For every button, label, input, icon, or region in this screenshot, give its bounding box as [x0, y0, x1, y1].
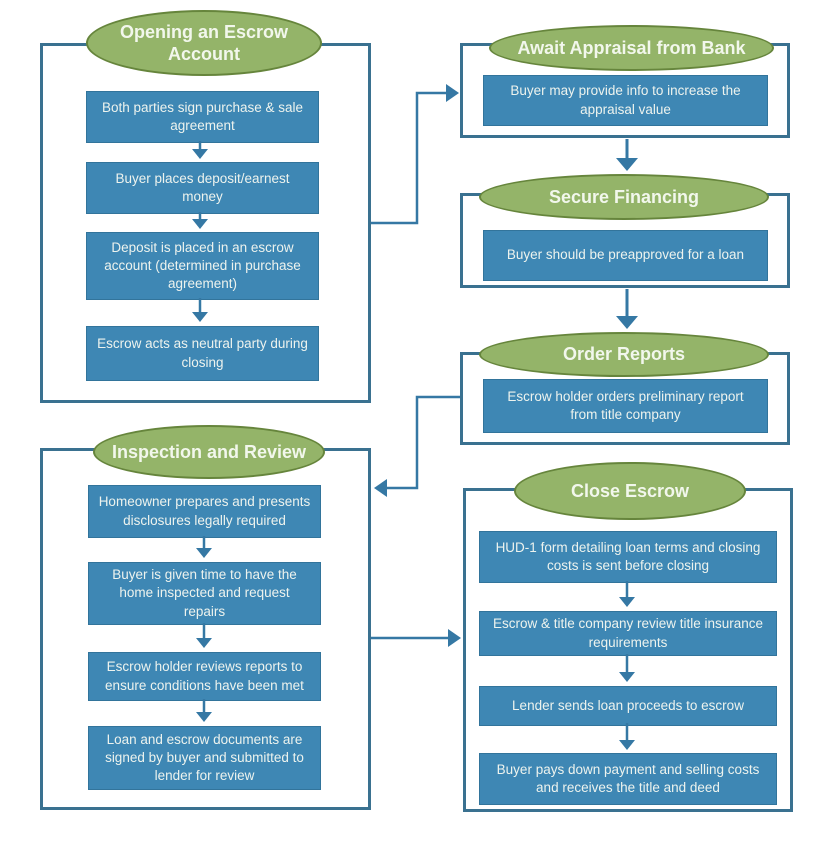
- group-opening-escrow-account: Opening an Escrow Account Both parties s…: [40, 10, 371, 403]
- step-box: Escrow acts as neutral party during clos…: [86, 326, 319, 381]
- step-box: Deposit is placed in an escrow account (…: [86, 232, 319, 300]
- connector-appraisal-to-financing: [616, 139, 638, 171]
- group-title: Await Appraisal from Bank: [517, 37, 746, 58]
- step-text: Buyer should be preapproved for a loan: [506, 247, 745, 263]
- connector-inspection-to-close: [371, 629, 461, 647]
- step-text: Both parties sign purchase & sale agreem…: [101, 99, 304, 133]
- step-text: Buyer may provide info to increase the a…: [510, 83, 741, 117]
- step-text: Escrow holder orders preliminary report …: [507, 388, 744, 422]
- group-title-ellipse: Order Reports: [479, 332, 769, 377]
- group-secure-financing: Secure Financing Buyer should be preappr…: [460, 174, 790, 288]
- step-text: Buyer places deposit/earnest money: [115, 170, 290, 204]
- group-title: Close Escrow: [570, 480, 690, 501]
- step-box: Buyer pays down payment and selling cost…: [479, 753, 777, 805]
- step-box: Lender sends loan proceeds to escrow: [479, 686, 777, 726]
- step-text: Lender sends loan proceeds to escrow: [512, 697, 744, 713]
- group-close-escrow: Close Escrow HUD-1 form detailing loan t…: [463, 462, 793, 812]
- group-title: Order Reports: [562, 344, 686, 365]
- group-await-appraisal-from-bank: Await Appraisal from Bank Buyer may prov…: [460, 25, 790, 138]
- step-text: Loan and escrow documents are signed by …: [105, 731, 304, 784]
- step-text: Homeowner prepares and presents disclosu…: [98, 494, 311, 528]
- group-title-ellipse: Await Appraisal from Bank: [489, 25, 774, 71]
- group-order-reports: Order Reports Escrow holder orders preli…: [460, 332, 790, 445]
- step-box: Buyer places deposit/earnest money: [86, 162, 319, 214]
- group-title-ellipse: Close Escrow: [514, 462, 746, 520]
- step-box: Buyer should be preapproved for a loan: [483, 230, 768, 281]
- group-title-ellipse: Inspection and Review: [93, 425, 325, 479]
- step-box: HUD-1 form detailing loan terms and clos…: [479, 531, 777, 583]
- step-text: Escrow & title company review title insu…: [492, 616, 764, 650]
- step-box: Escrow holder orders preliminary report …: [483, 379, 768, 433]
- step-box: Homeowner prepares and presents disclosu…: [88, 485, 321, 538]
- connector-opening-to-appraisal: [371, 84, 459, 225]
- step-box: Loan and escrow documents are signed by …: [88, 726, 321, 790]
- step-text: Buyer pays down payment and selling cost…: [496, 761, 760, 795]
- group-title: Secure Financing: [548, 186, 700, 207]
- connector-reports-to-inspection: [374, 395, 460, 497]
- step-text: Deposit is placed in an escrow account (…: [104, 239, 301, 292]
- step-text: Buyer is given time to have the home ins…: [112, 567, 297, 619]
- step-box: Both parties sign purchase & sale agreem…: [86, 91, 319, 143]
- group-title-ellipse: Secure Financing: [479, 174, 769, 220]
- step-box: Escrow holder reviews reports to ensure …: [88, 652, 321, 701]
- group-inspection-and-review: Inspection and Review Homeowner prepares…: [40, 425, 371, 810]
- step-box: Buyer may provide info to increase the a…: [483, 75, 768, 126]
- group-title-ellipse: Opening an Escrow Account: [86, 10, 322, 76]
- connector-financing-to-reports: [616, 289, 638, 329]
- group-title: Opening an Escrow Account: [119, 21, 289, 65]
- step-text: Escrow acts as neutral party during clos…: [97, 336, 308, 370]
- step-text: HUD-1 form detailing loan terms and clos…: [495, 539, 761, 573]
- step-box: Escrow & title company review title insu…: [479, 611, 777, 656]
- step-text: Escrow holder reviews reports to ensure …: [105, 659, 304, 693]
- group-title: Inspection and Review: [111, 441, 307, 462]
- step-box: Buyer is given time to have the home ins…: [88, 562, 321, 625]
